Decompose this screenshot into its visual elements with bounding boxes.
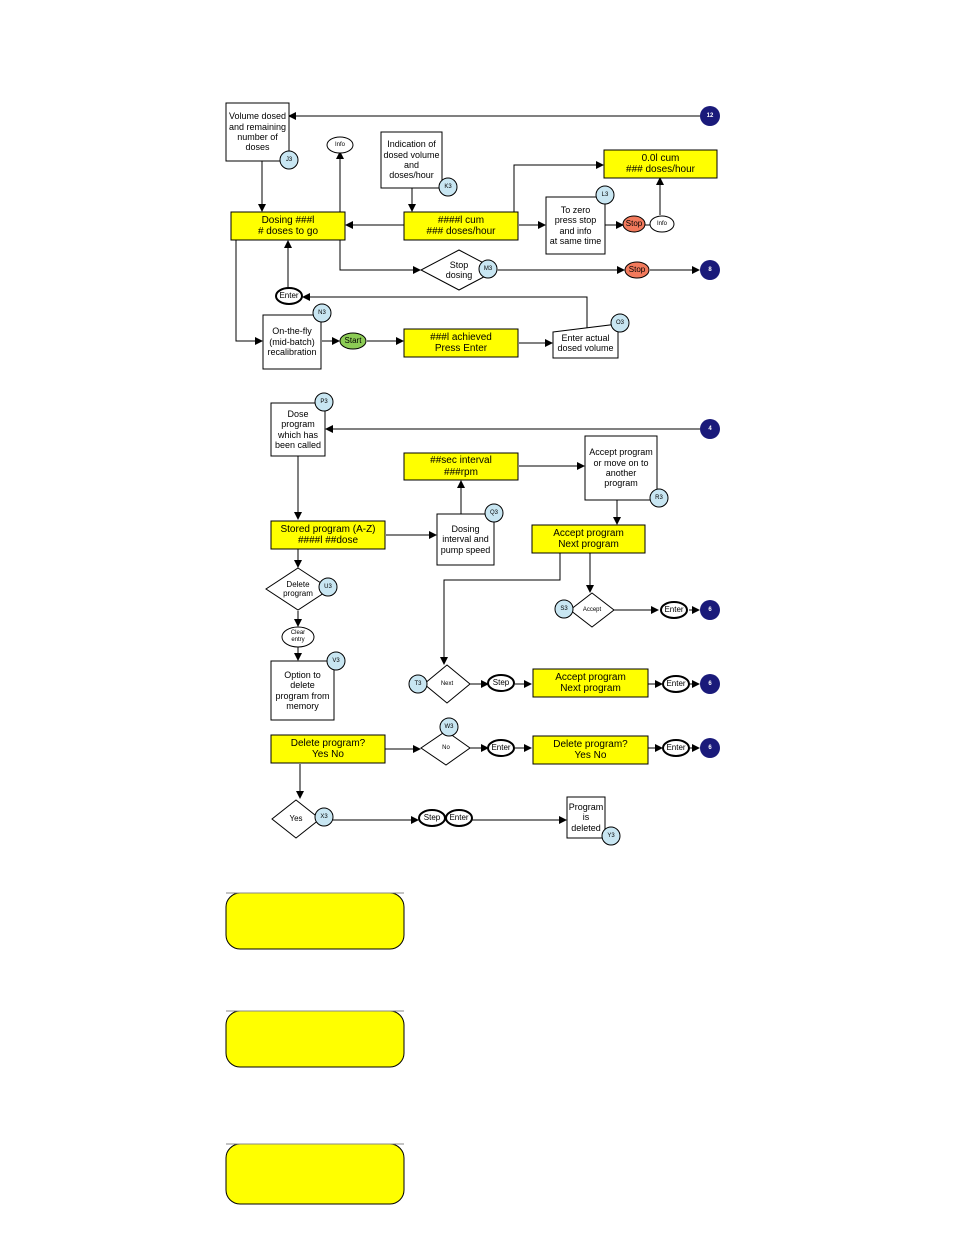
empty-display-3 [225,1143,405,1205]
stop-button-1[interactable] [622,215,646,233]
achieved-display [403,328,519,358]
upper-connectors [235,112,700,347]
ref-p3 [314,392,334,412]
ref-o3 [610,313,630,333]
connector-8 [700,260,720,280]
enter-button-1[interactable] [275,287,303,305]
next-decision [423,664,471,704]
option-delete-box [270,660,335,721]
ref-w3 [439,717,459,737]
program-deleted-box [566,796,606,839]
ref-j3 [279,150,299,170]
ref-x3 [314,807,334,827]
delete-prompt-display-2 [532,735,649,765]
clear-entry-button[interactable] [281,626,315,648]
ref-u3 [318,577,338,597]
dosing-interval-box [436,513,495,566]
empty-display-1 [225,892,405,950]
ref-k3 [438,177,458,197]
ref-r3 [649,488,669,508]
ref-n3 [312,303,332,323]
ref-m3 [478,259,498,279]
connector-6a [700,600,720,620]
ref-y3 [601,826,621,846]
accept-decision [569,592,615,628]
enter-button-5[interactable] [662,739,690,757]
accept-or-move-box [584,435,658,501]
enter-button-3[interactable] [662,675,690,693]
connector-6c [700,738,720,758]
cum-rate-display [403,211,519,241]
delete-program-decision [265,567,331,611]
interval-rpm-display [403,452,519,481]
accept-next-display-2 [532,668,649,698]
volume-dosed-box [225,102,290,162]
accept-next-display-1 [531,524,646,554]
connector-6b [700,674,720,694]
info-button-2[interactable] [649,215,675,233]
connector-12 [700,106,720,126]
no-decision [420,730,471,766]
stop-button-2[interactable] [624,261,650,279]
delete-prompt-display-1 [270,734,386,764]
info-button-1[interactable] [326,136,354,154]
ref-v3 [326,651,346,671]
stored-program-display [270,520,386,550]
indication-box [380,131,443,189]
lower-connectors [294,425,700,824]
cum-zero-display [603,149,718,179]
step-button-1[interactable] [487,674,515,692]
ref-t3 [408,674,428,694]
zero-info-box [545,196,606,255]
step-button-2[interactable] [418,809,446,827]
dose-program-box [270,402,326,457]
start-button[interactable] [339,332,367,350]
empty-display-2 [225,1010,405,1068]
dosing-status-display [230,211,346,241]
recalibration-box [262,314,322,370]
yes-decision [271,799,321,839]
ref-l3 [595,185,615,205]
enter-actual-box [552,323,619,359]
ref-s3 [554,599,574,619]
enter-button-4[interactable] [487,739,515,757]
connector-4 [700,419,720,439]
ref-q3 [484,503,504,523]
enter-button-2[interactable] [660,601,688,619]
enter-button-6[interactable] [445,809,473,827]
